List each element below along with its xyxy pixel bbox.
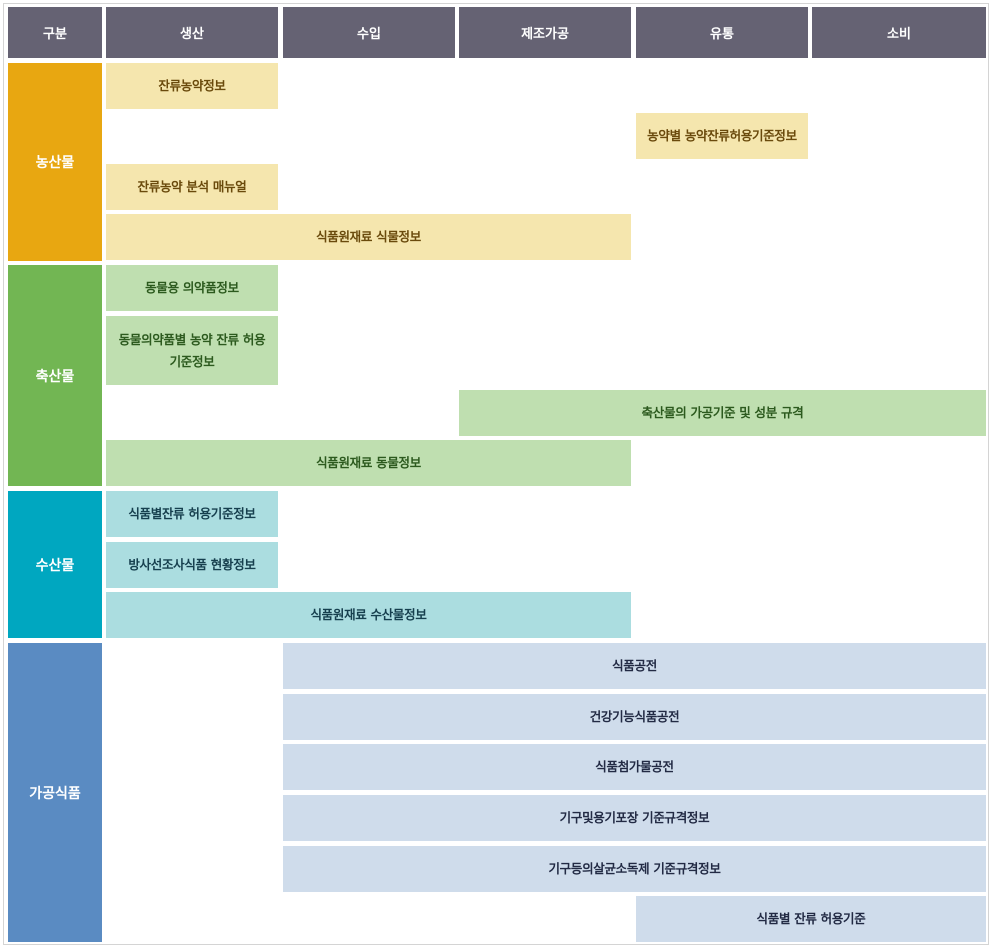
cell-agri-residue-info[interactable]: 잔류농약정보	[106, 63, 278, 109]
category-processed: 가공식품	[8, 643, 102, 942]
header-production: 생산	[106, 7, 278, 58]
cell-agri-by-pesticide[interactable]: 농약별 농약잔류허용기준정보	[636, 113, 808, 159]
header-manufacturing: 제조가공	[459, 7, 631, 58]
cell-livestock-animal-drug[interactable]: 동물용 의약품정보	[106, 265, 278, 311]
header-import: 수입	[283, 7, 455, 58]
cell-processed-disinfectant-std[interactable]: 기구등의살균소독제 기준규격정보	[283, 846, 986, 892]
cell-livestock-processing-std[interactable]: 축산물의 가공기준 및 성분 규격	[459, 390, 986, 436]
cell-agri-plant-material[interactable]: 식품원재료 식물정보	[106, 214, 631, 260]
cell-agri-analysis-manual[interactable]: 잔류농약 분석 매뉴얼	[106, 164, 278, 210]
cell-processed-food-code[interactable]: 식품공전	[283, 643, 986, 689]
cell-processed-health-food-code[interactable]: 건강기능식품공전	[283, 694, 986, 740]
header-consumption: 소비	[812, 7, 986, 58]
cell-seafood-radiation[interactable]: 방사선조사식품 현황정보	[106, 542, 278, 588]
header-distribution: 유통	[636, 7, 808, 58]
cell-processed-food-residue-std[interactable]: 식품별 잔류 허용기준	[636, 896, 986, 942]
header-category: 구분	[8, 7, 102, 58]
category-agri: 농산물	[8, 63, 102, 261]
category-livestock: 축산물	[8, 265, 102, 486]
cell-processed-additive-code[interactable]: 식품첨가물공전	[283, 744, 986, 790]
cell-livestock-animal-material[interactable]: 식품원재료 동물정보	[106, 440, 631, 486]
cell-livestock-drug-residue[interactable]: 동물의약품별 농약 잔류 허용 기준정보	[106, 316, 278, 385]
cell-processed-packaging-std[interactable]: 기구및용기포장 기준규격정보	[283, 795, 986, 841]
cell-seafood-material[interactable]: 식품원재료 수산물정보	[106, 592, 631, 638]
cell-seafood-residue-limit[interactable]: 식품별잔류 허용기준정보	[106, 491, 278, 537]
table-frame	[3, 3, 989, 945]
category-seafood: 수산물	[8, 491, 102, 638]
